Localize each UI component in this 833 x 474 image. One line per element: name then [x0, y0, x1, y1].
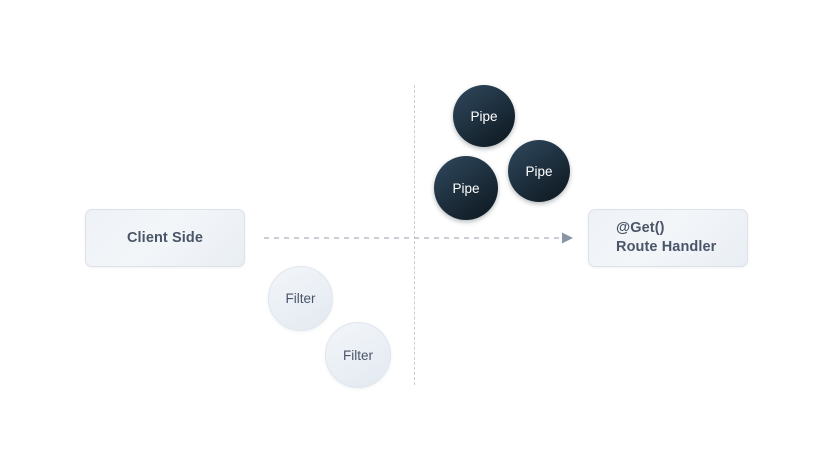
pipe-label: Pipe: [470, 108, 498, 124]
pipe-label: Pipe: [452, 180, 480, 196]
pipe-circle-2[interactable]: Pipe: [434, 156, 498, 220]
flow-arrow-head: [562, 232, 573, 244]
filter-circle-2[interactable]: Filter: [325, 322, 391, 388]
pipe-circle-1[interactable]: Pipe: [453, 85, 515, 147]
client-side-box[interactable]: Client Side: [85, 209, 245, 267]
vertical-divider: [414, 85, 415, 385]
filter-label: Filter: [285, 291, 316, 306]
filter-circle-1[interactable]: Filter: [268, 266, 333, 331]
request-flow-arrow: [264, 232, 573, 244]
route-handler-label: Route Handler: [616, 239, 717, 255]
filter-label: Filter: [343, 347, 373, 363]
client-side-label: Client Side: [126, 230, 204, 246]
pipe-circle-3[interactable]: Pipe: [508, 140, 570, 202]
route-handler-box[interactable]: @Get() Route Handler: [588, 209, 748, 267]
route-handler-text: @Get() Route Handler: [616, 219, 716, 258]
route-handler-decorator: @Get(): [616, 219, 665, 236]
pipe-label: Pipe: [525, 163, 553, 179]
